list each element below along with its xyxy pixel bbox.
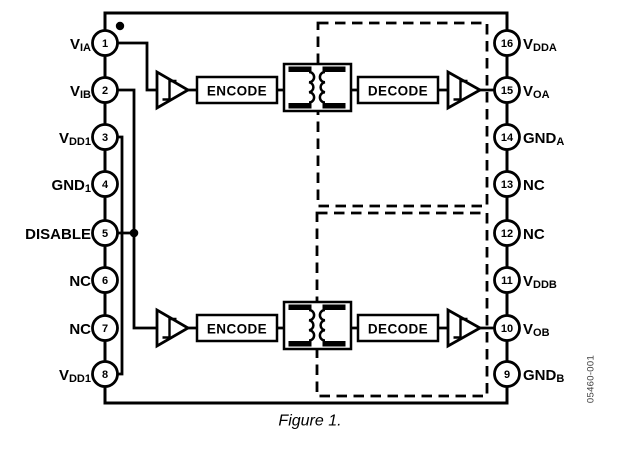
coil-right bbox=[318, 308, 326, 342]
transformer-a-icon bbox=[282, 62, 353, 113]
pin-label: NC bbox=[523, 176, 545, 193]
transformer-b-icon bbox=[282, 300, 353, 351]
input-buffer-b-icon bbox=[155, 307, 191, 349]
input-buffer-a-icon bbox=[155, 69, 191, 111]
coil-right bbox=[318, 70, 326, 104]
pin-7-nc: 7 NC bbox=[69, 314, 119, 342]
pin-11-vddb: 11 VDDB bbox=[493, 266, 557, 294]
pin-number: 2 bbox=[102, 85, 108, 97]
pin-number: 1 bbox=[102, 38, 108, 50]
figure-code: 05460-001 bbox=[586, 355, 597, 403]
pin-label: VDDB bbox=[523, 272, 557, 291]
schmitt-hysteresis-icon bbox=[162, 79, 177, 101]
pin-label: VIB bbox=[70, 82, 91, 101]
pin-circle bbox=[493, 360, 521, 388]
encode-block-a bbox=[195, 75, 279, 105]
isolation-barrier-box-top bbox=[316, 21, 489, 208]
pin-number: 14 bbox=[501, 132, 514, 144]
pin-label: NC bbox=[69, 320, 91, 337]
pin-9-gndb: 9 GNDB bbox=[493, 360, 564, 388]
pin-circle bbox=[493, 170, 521, 198]
pin-circle bbox=[91, 170, 119, 198]
pin-3-vdd1: 3 VDD1 bbox=[59, 123, 119, 151]
wire-vib-to-channel-b bbox=[117, 88, 156, 330]
pin-label: VDDA bbox=[523, 35, 557, 54]
pin-number: 6 bbox=[102, 275, 108, 287]
pin-12-nc: 12 NC bbox=[493, 219, 545, 247]
pin-number: 10 bbox=[501, 323, 513, 335]
pin-4-gnd1: 4 GND1 bbox=[52, 170, 119, 198]
pin-6-nc: 6 NC bbox=[69, 266, 119, 294]
decode-label-a: DECODE bbox=[368, 84, 428, 99]
schmitt-hysteresis-icon bbox=[162, 317, 177, 339]
decode-label-b: DECODE bbox=[368, 322, 428, 337]
pin-circle bbox=[91, 266, 119, 294]
channel-a: ENCODE DECODE bbox=[155, 62, 495, 113]
pin-number: 3 bbox=[102, 132, 108, 144]
pin-number: 15 bbox=[501, 85, 513, 97]
pin-10-vob: 10 VOB bbox=[493, 314, 550, 342]
output-buffer-b-icon bbox=[446, 307, 483, 349]
pin-circle bbox=[493, 123, 521, 151]
pin-label: VDD1 bbox=[59, 129, 91, 148]
pin-circle bbox=[91, 123, 119, 151]
pin-1-via: 1 VIA bbox=[70, 29, 119, 57]
pin-label: VIA bbox=[70, 35, 91, 54]
pin-number: 12 bbox=[501, 228, 513, 240]
pin-label: NC bbox=[523, 225, 545, 242]
pin-number: 11 bbox=[501, 275, 513, 287]
pin1-marker-dot bbox=[115, 21, 125, 31]
pin-8-vdd1: 8 VDD1 bbox=[59, 360, 119, 388]
channel-b: ENCODE DECODE bbox=[155, 300, 495, 351]
pin-number: 16 bbox=[501, 38, 513, 50]
pin-number: 5 bbox=[102, 228, 108, 240]
schmitt-hysteresis-icon bbox=[453, 79, 468, 101]
pin-circle bbox=[493, 29, 521, 57]
wire-vdd1-pin3-pin8 bbox=[117, 135, 124, 376]
pin-15-voa: 15 VOA bbox=[493, 76, 550, 104]
pin-13-nc: 13 NC bbox=[493, 170, 545, 198]
encode-block-b bbox=[195, 313, 279, 343]
pin-label: VDD1 bbox=[59, 366, 91, 385]
schmitt-hysteresis-icon bbox=[453, 317, 468, 339]
pin-label: GND1 bbox=[52, 176, 91, 195]
pin-label: NC bbox=[69, 272, 91, 289]
package-outline bbox=[103, 11, 509, 405]
encode-label-a: ENCODE bbox=[207, 84, 267, 99]
pin-circle bbox=[91, 76, 119, 104]
pin-number: 13 bbox=[501, 179, 513, 191]
pin-label: VOA bbox=[523, 82, 550, 101]
pin-circle bbox=[493, 76, 521, 104]
pin-number: 7 bbox=[102, 323, 108, 335]
decode-block-b bbox=[356, 313, 440, 343]
pin-14-gnda: 14 GNDA bbox=[493, 123, 564, 151]
pin-label: GNDA bbox=[523, 129, 564, 148]
pin-2-vib: 2 VIB bbox=[70, 76, 119, 104]
pin-number: 4 bbox=[102, 179, 109, 191]
pin-circle bbox=[91, 219, 119, 247]
wire-via-to-channel-a bbox=[117, 41, 156, 92]
decode-block-a bbox=[356, 75, 440, 105]
pin-16-vdda: 16 VDDA bbox=[493, 29, 557, 57]
figure-caption: Figure 1. bbox=[278, 413, 341, 430]
pin-label: GNDB bbox=[523, 366, 564, 385]
coil-left bbox=[308, 308, 316, 342]
encode-label-b: ENCODE bbox=[207, 322, 267, 337]
pin-number: 9 bbox=[504, 369, 510, 381]
pin-circle bbox=[493, 266, 521, 294]
pin-circle bbox=[493, 219, 521, 247]
pin-circle bbox=[91, 29, 119, 57]
pin-circle bbox=[91, 314, 119, 342]
coil-left bbox=[308, 70, 316, 104]
pin-circle bbox=[91, 360, 119, 388]
pin-circle bbox=[493, 314, 521, 342]
pin-number: 8 bbox=[102, 369, 108, 381]
pin-label: VOB bbox=[523, 320, 550, 339]
pin-5-disable: 5 DISABLE bbox=[25, 219, 119, 247]
output-buffer-a-icon bbox=[446, 69, 483, 111]
junction-dot bbox=[129, 228, 139, 238]
pin-label: DISABLE bbox=[25, 225, 91, 242]
